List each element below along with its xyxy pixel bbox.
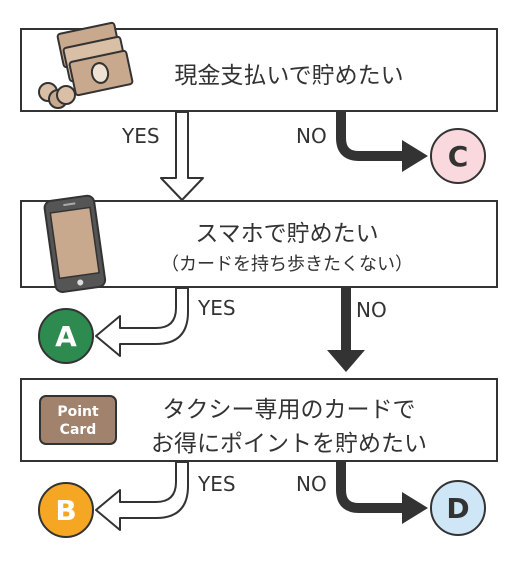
q2-yes-arrow: [95, 287, 189, 357]
result-a-label: A: [55, 319, 77, 353]
q2-no-label: NO: [356, 298, 387, 322]
result-b: B: [38, 482, 94, 538]
question-box-3: タクシー専用のカードで お得にポイントを貯めたい: [20, 378, 498, 462]
question-2-text: スマホで貯めたい: [195, 221, 379, 247]
question-2-subtext: （カードを持ち歩きたくない）: [161, 254, 413, 275]
q3-no-arrow: [336, 457, 409, 513]
result-d: D: [430, 480, 486, 536]
result-c-label: C: [447, 139, 469, 173]
q1-no-arrow: [336, 107, 409, 161]
q3-yes-label: YES: [198, 472, 236, 496]
result-b-label: B: [55, 493, 77, 527]
q2-yes-label: YES: [198, 296, 236, 320]
q1-no-label: NO: [296, 124, 327, 148]
q3-yes-arrow: [95, 461, 189, 531]
q1-yes-label: YES: [122, 124, 160, 148]
q1-yes-arrow: [160, 111, 204, 201]
question-1-text: 現金支払いで貯めたい: [174, 63, 404, 89]
svg-text:Point: Point: [57, 404, 99, 420]
result-c: C: [430, 128, 486, 184]
result-d-label: D: [446, 491, 470, 525]
question-3-line-2: お得にポイントを貯めたい: [151, 431, 427, 457]
q3-no-label: NO: [296, 472, 327, 496]
svg-text:Card: Card: [60, 422, 97, 438]
question-3-line-1: タクシー専用のカードで: [162, 397, 416, 423]
result-a: A: [38, 308, 94, 364]
